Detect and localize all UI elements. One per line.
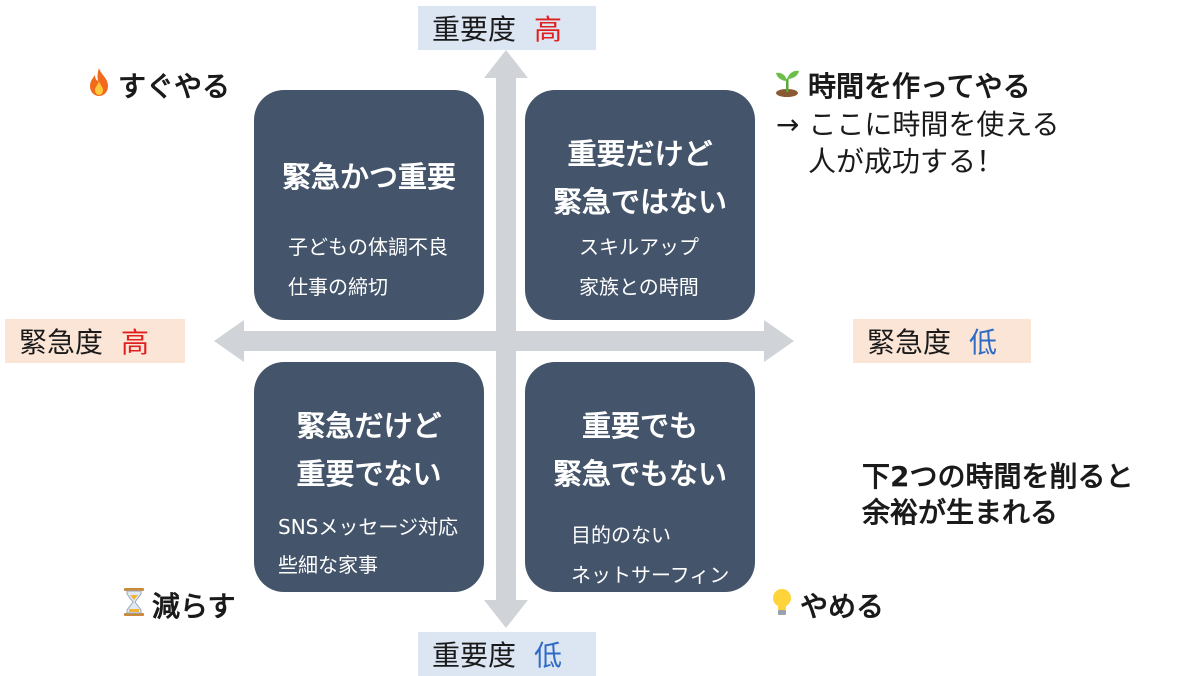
quadrant-item: スキルアップ — [579, 235, 699, 259]
note-margin-line1: 下2つの時間を削ると — [862, 460, 1134, 493]
quadrant-title: 緊急でもない — [552, 457, 727, 491]
note-margin-line2: 余裕が生まれる — [862, 496, 1059, 529]
arrow-down-head — [484, 600, 528, 628]
action-stop: やめる — [770, 586, 884, 624]
action-reduce: 減らす — [122, 586, 235, 624]
urgency-high-label: 緊急度 高 — [5, 319, 185, 363]
quadrant-item: SNSメッセージ対応 — [278, 515, 458, 539]
quadrant-item: ネットサーフィン — [571, 563, 730, 587]
quadrant-title: 重要でない — [296, 457, 442, 491]
action-label: 時間を作ってやる — [808, 70, 1031, 103]
urgency-high-level: 高 — [121, 326, 150, 359]
quadrant-important-not-urgent: 重要だけど 緊急ではない スキルアップ 家族との時間 — [525, 90, 755, 320]
action-label: すぐやる — [118, 70, 231, 103]
importance-high-level: 高 — [534, 13, 563, 46]
action-make-time: 時間を作ってやる — [772, 66, 1031, 104]
quadrant-title: 緊急だけど — [296, 409, 442, 443]
urgency-high-text: 緊急度 — [19, 326, 104, 359]
quadrant-item: 家族との時間 — [579, 275, 699, 299]
importance-low-level: 低 — [534, 639, 563, 672]
quadrant-item: 仕事の締切 — [288, 275, 388, 299]
action-do-now: すぐやる — [86, 66, 230, 104]
importance-low-text: 重要度 — [432, 639, 517, 672]
fire-icon — [86, 67, 112, 104]
quadrant-not-urgent-not-important: 重要でも 緊急でもない 目的のない ネットサーフィン — [525, 362, 755, 592]
lightbulb-icon — [770, 587, 794, 624]
quadrant-item: 些細な家事 — [278, 553, 378, 577]
arrow-up-head — [484, 50, 528, 78]
horizontal-axis-line — [238, 331, 772, 351]
quadrant-urgent-not-important: 緊急だけど 重要でない SNSメッセージ対応 些細な家事 — [254, 362, 484, 592]
note-success-line2: 人が成功する！ — [808, 145, 1005, 178]
importance-low-label: 重要度 低 — [418, 632, 596, 676]
action-label: 減らす — [152, 590, 236, 623]
quadrant-title: 緊急かつ重要 — [281, 160, 456, 194]
quadrant-item: 子どもの体調不良 — [288, 235, 448, 259]
quadrant-title: 重要だけど — [567, 137, 713, 171]
seedling-icon — [772, 67, 802, 104]
quadrant-title: 緊急ではない — [552, 185, 727, 219]
importance-high-text: 重要度 — [432, 13, 517, 46]
quadrant-urgent-important: 緊急かつ重要 子どもの体調不良 仕事の締切 — [254, 90, 484, 320]
quadrant-item: 目的のない — [571, 523, 671, 547]
arrow-right-head — [764, 320, 794, 362]
urgency-low-text: 緊急度 — [867, 326, 952, 359]
quadrant-title: 重要でも — [581, 409, 698, 443]
note-success-line1: → ここに時間を使える — [776, 108, 1060, 141]
action-label: やめる — [800, 590, 885, 623]
urgency-low-level: 低 — [969, 326, 998, 359]
hourglass-icon — [122, 587, 146, 624]
urgency-low-label: 緊急度 低 — [853, 319, 1031, 363]
importance-high-label: 重要度 高 — [418, 6, 596, 50]
arrow-left-head — [214, 320, 244, 362]
